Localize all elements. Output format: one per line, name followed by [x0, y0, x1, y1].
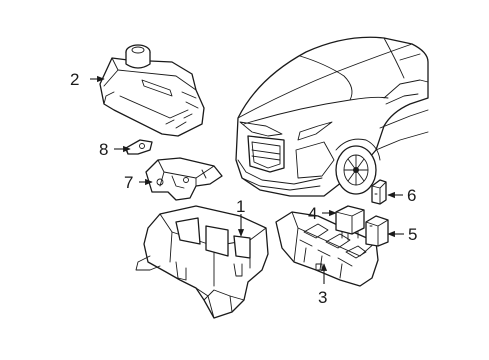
part-5-cover-plate [365, 215, 389, 247]
callout-labels: 2 8 7 1 4 3 5 6 [70, 70, 417, 307]
part-6-fuse [371, 179, 387, 205]
vehicle-illustration [235, 36, 429, 197]
part-7-mounting-bracket [145, 157, 223, 201]
callout-leaders [90, 75, 404, 284]
part-8-bracket [125, 139, 153, 155]
callout-7: 7 [124, 173, 133, 192]
part-1-lower-tray [135, 205, 269, 319]
callout-2: 2 [70, 70, 79, 89]
part-3-relay-carrier [275, 211, 379, 287]
callout-4: 4 [308, 204, 317, 223]
callout-6: 6 [407, 186, 416, 205]
callout-5: 5 [408, 225, 417, 244]
callout-1: 1 [236, 197, 245, 216]
part-2-box-cover [99, 44, 205, 137]
callout-8: 8 [99, 140, 108, 159]
part-4-relay [335, 205, 365, 241]
callout-3: 3 [318, 288, 327, 307]
